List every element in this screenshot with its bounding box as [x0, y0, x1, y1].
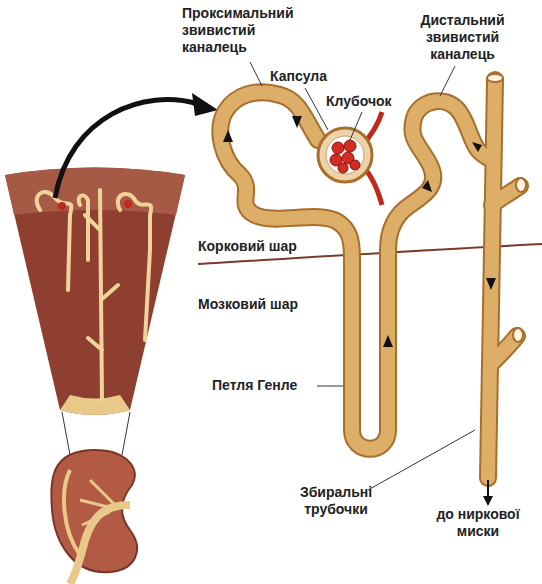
tubule-label: Дистальний звивистий каналець [400, 12, 525, 63]
illustration-part [220, 80, 520, 478]
illustration-part [64, 470, 80, 555]
illustration-part [350, 160, 360, 170]
illustration-part [487, 480, 489, 498]
tubule-label: Проксимальний звивистий каналець [182, 5, 322, 56]
illustration-part [51, 450, 137, 572]
layer-label: Мозковий шар [198, 296, 318, 313]
illustration-part [344, 140, 356, 152]
illustration-part [5, 168, 185, 216]
illustration-part [37, 192, 72, 290]
glomerulus-label: Клубочок [326, 93, 406, 110]
illustration-part [490, 336, 517, 365]
illustration-part [80, 480, 115, 525]
capsule-label: Капсула [270, 68, 350, 85]
illustration-part [250, 62, 262, 86]
illustration-part [58, 202, 66, 210]
illustration-part [305, 88, 328, 130]
illustration-part [513, 328, 523, 342]
duct-label: Збиральні трубочки [286, 484, 386, 518]
illustration-part [326, 136, 364, 174]
illustration-part [55, 100, 198, 198]
illustration-part [79, 195, 88, 260]
illustration-part [37, 190, 151, 400]
illustration-part [223, 130, 233, 142]
illustration-part [516, 178, 526, 192]
direction-label: до ниркової миски [418, 506, 538, 540]
illustration-part [383, 335, 393, 347]
illustration-part [318, 128, 372, 182]
illustration-part [350, 112, 362, 140]
illustration-part [483, 496, 493, 506]
illustration-part [124, 200, 132, 208]
illustration-part [317, 386, 343, 387]
illustration-part [250, 62, 475, 490]
illustration-part [472, 142, 482, 152]
illustration-part [292, 116, 302, 128]
layer-label: Корковий шар [198, 238, 318, 255]
illustration-part [330, 140, 360, 173]
illustration-part [220, 92, 492, 448]
loop-label: Петля Генле [212, 377, 322, 394]
illustration-part [347, 368, 357, 380]
illustration-part [118, 194, 151, 340]
illustration-part [192, 93, 218, 116]
illustration-part [368, 430, 475, 490]
illustration-part [486, 278, 496, 290]
illustration-part [332, 142, 344, 154]
illustration-part [220, 80, 520, 478]
illustration-part [62, 412, 130, 455]
illustration-part [60, 395, 130, 415]
illustration-part [487, 74, 503, 82]
illustration-part [422, 180, 432, 192]
illustration-part [5, 168, 185, 416]
illustration-part [220, 92, 492, 448]
illustration-part [440, 66, 455, 96]
illustration-part [338, 163, 348, 173]
